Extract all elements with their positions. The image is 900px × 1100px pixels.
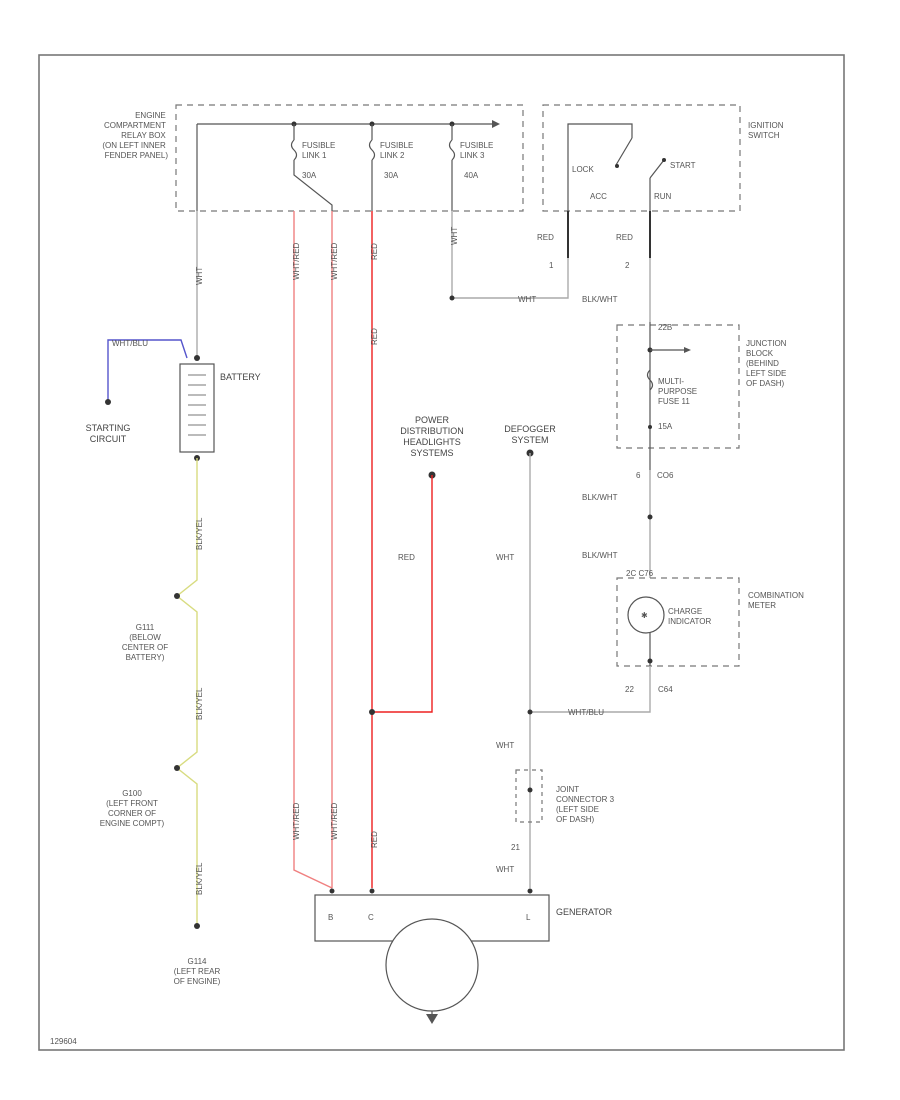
generator: B C L GENERATOR bbox=[314, 888, 613, 1024]
svg-text:WHT/BLU: WHT/BLU bbox=[112, 339, 148, 348]
svg-text:B: B bbox=[328, 913, 333, 922]
svg-text:BLK/WHT: BLK/WHT bbox=[582, 295, 618, 304]
svg-text:LOCK START ACC: LOCK START ACC RUN bbox=[572, 161, 698, 201]
svg-text:WHT/RED: WHT/RED bbox=[330, 802, 339, 840]
svg-text:WHT/BLU: WHT/BLU bbox=[568, 708, 604, 717]
svg-text:✱: ✱ bbox=[641, 611, 648, 620]
svg-text:L: L bbox=[526, 913, 531, 922]
svg-text:BATTERY: BATTERY bbox=[220, 372, 261, 382]
diagram-id: 129604 bbox=[50, 1037, 77, 1046]
svg-text:WHT/RED: WHT/RED bbox=[292, 242, 301, 280]
svg-text:21: 21 bbox=[511, 843, 520, 852]
svg-text:BLK/YEL: BLK/YEL bbox=[195, 517, 204, 550]
svg-text:BLK/WHT: BLK/WHT bbox=[582, 551, 618, 560]
relay-box-label-4: (ON LEFT INNER bbox=[102, 141, 166, 150]
svg-text:WHT/RED: WHT/RED bbox=[330, 242, 339, 280]
svg-text:WHT: WHT bbox=[496, 553, 514, 562]
svg-text:WHT: WHT bbox=[195, 267, 204, 285]
svg-text:WHT: WHT bbox=[496, 741, 514, 750]
engine-compartment-relay-box: ENGINE COMPARTMENT RELAY BOX (ON LEFT IN… bbox=[102, 104, 524, 212]
svg-text:RED: RED bbox=[370, 243, 379, 260]
svg-text:2C C76: 2C C76 bbox=[626, 569, 654, 578]
svg-text:RED: RED bbox=[370, 328, 379, 345]
svg-text:C: C bbox=[368, 913, 374, 922]
svg-text:WHT/RED: WHT/RED bbox=[292, 802, 301, 840]
svg-text:WHT: WHT bbox=[496, 865, 514, 874]
svg-text:WHT: WHT bbox=[450, 227, 459, 245]
svg-text:WHT: WHT bbox=[518, 295, 536, 304]
svg-text:22B: 22B bbox=[658, 323, 672, 332]
relay-box-label-3: RELAY BOX bbox=[121, 131, 166, 140]
svg-text:BLK/WHT: BLK/WHT bbox=[582, 493, 618, 502]
relay-box-label-5: FENDER PANEL) bbox=[105, 151, 169, 160]
svg-text:RED: RED bbox=[370, 831, 379, 848]
svg-text:ENGINE COMPARTMENT: ENGINE COMPARTMENT RELAY BOX (ON LEFT IN… bbox=[102, 111, 168, 160]
diagram-frame bbox=[38, 54, 845, 1051]
svg-text:GENERATOR: GENERATOR bbox=[556, 907, 613, 917]
relay-box-label-2: COMPARTMENT bbox=[104, 121, 166, 130]
relay-box-label-1: ENGINE bbox=[135, 111, 166, 120]
svg-text:BLK/YEL: BLK/YEL bbox=[195, 862, 204, 895]
battery: WHT BATTERY bbox=[179, 211, 261, 461]
svg-text:RED: RED bbox=[398, 553, 415, 562]
svg-text:BLK/YEL: BLK/YEL bbox=[195, 687, 204, 720]
